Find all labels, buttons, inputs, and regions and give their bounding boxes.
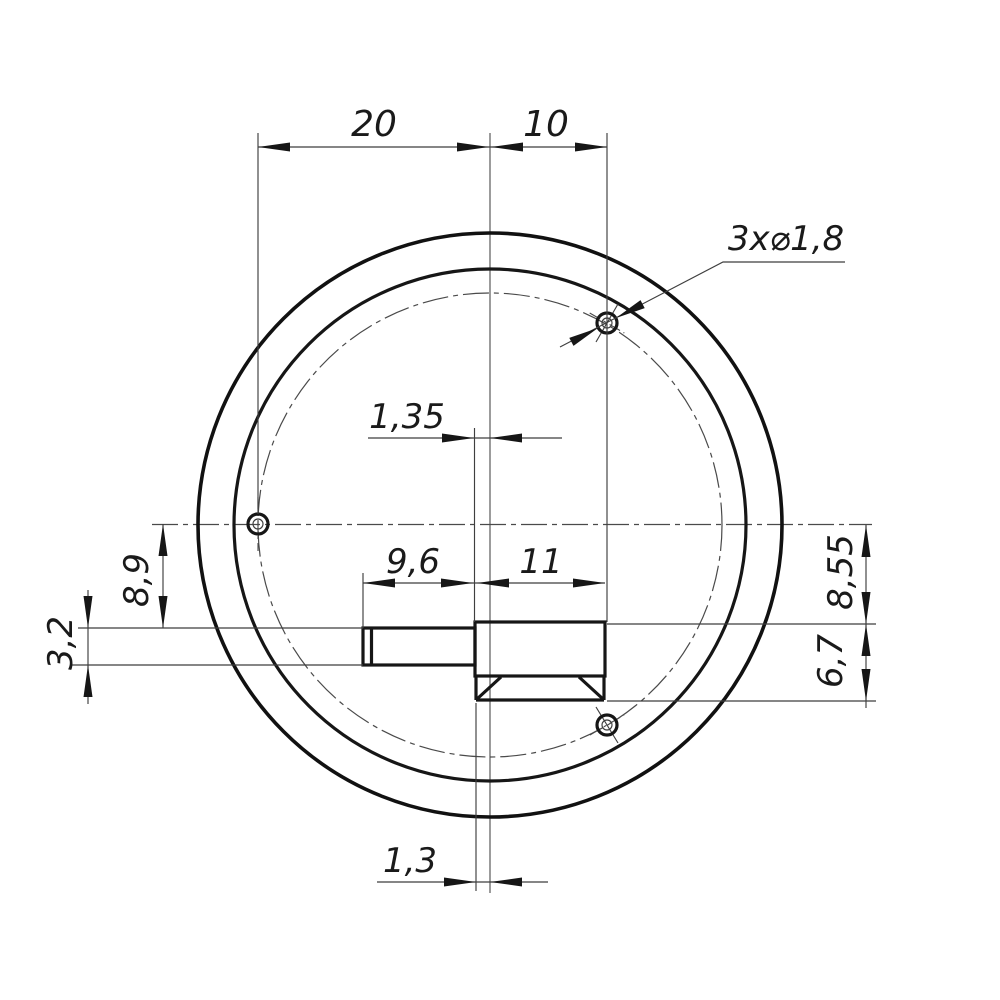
dim-text-center-offset: 1,35 xyxy=(369,397,445,437)
slot-left-rect xyxy=(361,626,477,667)
dim-text-right-upper: 8,55 xyxy=(821,534,861,610)
arrow xyxy=(490,877,522,887)
centerlines xyxy=(152,133,872,893)
dim-text-slot-right: 11 xyxy=(519,542,562,582)
arrow xyxy=(457,142,489,152)
flange-left-chamfer xyxy=(475,675,503,701)
dim-text-right-lower: 6,7 xyxy=(811,634,851,688)
arrow-leader-lower xyxy=(569,328,598,346)
dim-text-top-right: 10 xyxy=(523,104,569,145)
arrow xyxy=(441,578,473,588)
arrow xyxy=(861,592,871,624)
arrow xyxy=(442,433,474,443)
slot-right-rect xyxy=(473,620,607,678)
arrowheads xyxy=(83,142,871,887)
arrow-leader-upper xyxy=(616,300,645,318)
outer-circle xyxy=(196,231,784,819)
dimension-texts: 20 10 1,35 9,6 11 1,3 8,9 3,2 8,55 6,7 3… xyxy=(41,104,861,881)
dim-text-top-left: 20 xyxy=(351,104,397,145)
arrow xyxy=(83,665,93,697)
flange-right-chamfer xyxy=(577,675,605,701)
hole-bottom-tangent-centerline xyxy=(589,714,625,736)
arrow xyxy=(83,596,93,628)
hole-bottom-right xyxy=(589,706,625,744)
arrow xyxy=(573,578,605,588)
dim-text-bottom-offset: 1,3 xyxy=(383,841,437,881)
arrow xyxy=(158,524,168,556)
hole-bottom-inner xyxy=(601,719,613,731)
arrow xyxy=(258,142,290,152)
leader-line-holes xyxy=(559,261,845,348)
arrow xyxy=(444,877,476,887)
slot-feature xyxy=(361,620,607,702)
hole-left-inner xyxy=(252,518,264,530)
arrow xyxy=(477,578,509,588)
dim-text-left-lower: 3,2 xyxy=(41,616,81,670)
hole-top-tangent-centerline xyxy=(589,312,625,334)
inner-circle xyxy=(232,267,748,783)
arrow xyxy=(490,433,522,443)
holes-note-text: 3x⌀1,8 xyxy=(728,219,844,259)
arrow xyxy=(158,596,168,628)
hole-bottom-outer xyxy=(595,713,619,737)
hole-bottom-radial-centerline xyxy=(595,706,619,744)
arrow xyxy=(363,578,395,588)
arrow xyxy=(861,624,871,656)
arrow xyxy=(575,142,607,152)
arrow xyxy=(491,142,523,152)
arrow xyxy=(861,525,871,557)
extension-lines xyxy=(72,133,876,891)
dim-text-left-upper: 8,9 xyxy=(117,553,157,607)
dim-text-slot-left: 9,6 xyxy=(386,542,440,582)
arrow xyxy=(861,669,871,701)
